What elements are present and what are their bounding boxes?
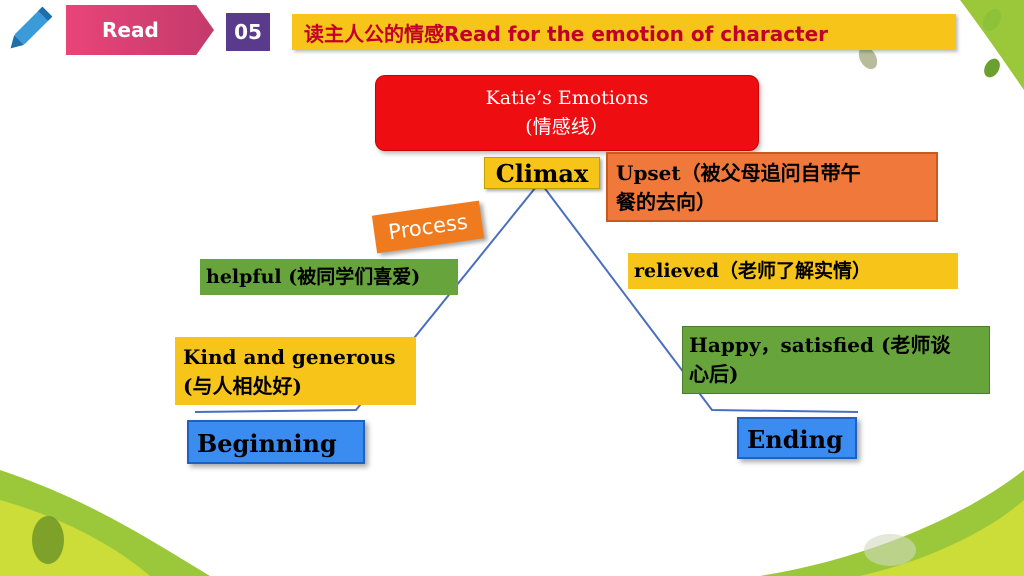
beginning-box: Beginning [187,420,365,464]
bottom-left-yellow-swoosh [0,500,150,576]
helpful-box: helpful (被同学们喜爱) [200,259,458,295]
happy-satisfied-box: Happy，satisfied (老师谈 心后) [682,326,990,394]
climax-box: Climax [484,157,600,189]
bottom-left-green-swoosh [0,470,210,576]
upset-line-1: Upset（被父母追问自带午 [616,161,861,185]
emotions-title-box: Katie’s Emotions (情感线） [375,75,759,151]
section-number: 05 [226,13,270,51]
happy-line-1: Happy，satisfied (老师谈 [689,333,951,357]
pencil-icon [10,6,53,49]
happy-line-2: 心后) [689,362,739,386]
emotions-title: Katie’s Emotions [485,87,649,109]
upset-box: Upset（被父母追问自带午 餐的去向） [606,152,938,222]
process-label: Process [371,200,485,254]
emotions-subtitle: (情感线） [525,116,609,138]
kind-generous-box: Kind and generous (与人相处好) [175,337,416,405]
water-drop-4 [32,516,64,564]
kind-line-2: (与人相处好) [183,374,302,398]
water-drop-5 [864,534,916,566]
water-drop-1 [982,8,1002,32]
bottom-right-yellow-swoosh [860,500,1024,576]
page-title: 读主人公的情感Read for the emotion of character [292,14,956,50]
water-drop-2 [984,58,1000,78]
read-tab: Read [66,5,214,55]
kind-line-1: Kind and generous [183,345,396,369]
upset-line-2: 餐的去向） [616,190,716,214]
ending-box: Ending [737,417,857,459]
relieved-box: relieved（老师了解实情） [628,253,958,289]
top-right-green-swoosh [960,0,1024,90]
read-label: Read [102,18,159,42]
bottom-right-green-swoosh [760,470,1024,576]
